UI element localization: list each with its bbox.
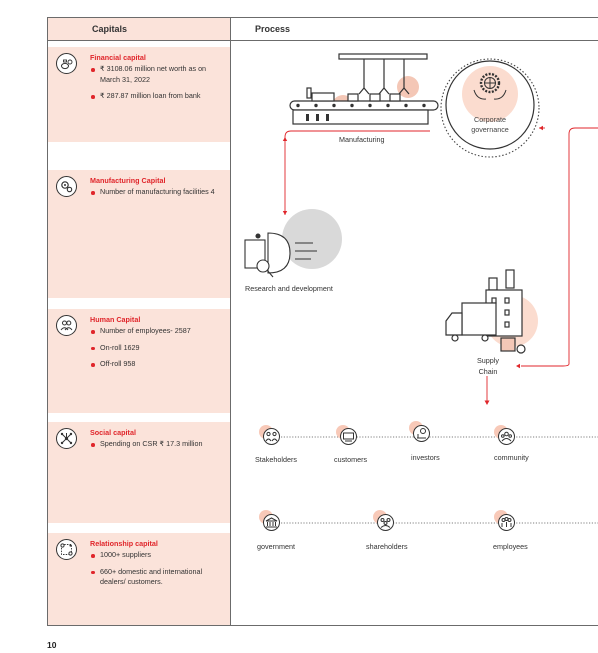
manufacturing-capital-panel: Manufacturing Capital Number of manufact… [48,170,230,298]
supply-chain-label: Supply Chain [477,356,499,376]
stakeholder-label: Stakeholders [255,455,297,464]
gears-icon [56,176,77,197]
capital-title: Financial capital [90,53,146,62]
money-bag-icon [56,53,77,74]
capital-item: Number of manufacturing facilities 4 [90,187,226,198]
government-icon [263,514,280,531]
human-capital-panel: Human Capital Number of employees- 2587 … [48,309,230,413]
capital-item: Spending on CSR ₹ 17.3 million [90,439,226,450]
stakeholders-icon [263,428,280,445]
page-number: 10 [47,640,57,650]
capital-title: Human Capital [90,315,141,324]
research-label: Research and development [245,284,333,293]
financial-capital-panel: Financial capital ₹ 3108.06 million net … [48,47,230,142]
capital-item: ₹ 287.87 million loan from bank [90,91,226,102]
manufacturing-label: Manufacturing [339,135,385,144]
capital-item: On-roll 1629 [90,343,226,354]
capitals-column: Financial capital ₹ 3108.06 million net … [48,41,231,626]
people-icon [56,315,77,336]
capital-item: Number of employees- 2587 [90,326,226,337]
employees-icon [498,514,515,531]
stakeholder-label: customers [334,455,368,464]
value-creation-table: Capitals Process Financial capital ₹ 310… [47,17,598,626]
shareholders-icon [377,514,394,531]
customers-icon [340,428,357,445]
capital-item: ₹ 3108.06 million net worth as on March … [90,64,226,85]
governance-label: Corporate governance [471,115,509,134]
stakeholder-label: government [257,542,295,551]
capital-title: Manufacturing Capital [90,176,166,185]
stakeholder-label: community [494,453,529,462]
capitals-header: Capitals [48,18,231,41]
stakeholder-label: employees [493,542,528,551]
community-icon [498,428,515,445]
stakeholder-label: investors [411,453,440,462]
network-icon [56,428,77,449]
capital-item: Off-roll 958 [90,359,226,370]
capital-item: 660+ domestic and international dealers/… [90,567,226,588]
social-capital-panel: Social capital Spending on CSR ₹ 17.3 mi… [48,422,230,523]
investors-icon [413,425,430,442]
relationship-icon [56,539,77,560]
relationship-capital-panel: Relationship capital 1000+ suppliers 660… [48,533,230,625]
process-header: Process [231,18,598,41]
capital-item: 1000+ suppliers [90,550,226,561]
stakeholder-label: shareholders [366,542,408,551]
capital-title: Relationship capital [90,539,158,548]
capital-title: Social capital [90,428,136,437]
